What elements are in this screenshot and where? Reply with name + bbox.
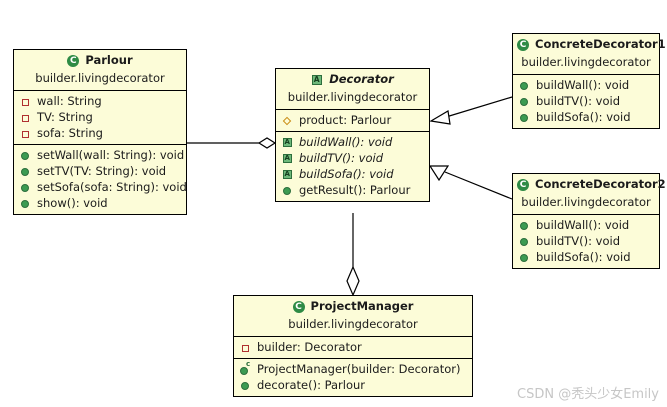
method-row: buildWall(): void (517, 217, 657, 233)
public-method-icon (518, 79, 531, 92)
abstract-method-icon (281, 136, 294, 149)
divider (513, 214, 659, 215)
method-row: setSofa(sofa: String): void (18, 179, 187, 195)
method-row: buildSofa(): void (280, 166, 427, 182)
field-row: builder: Decorator (238, 339, 470, 355)
private-field-icon (19, 95, 32, 108)
private-field-icon (19, 111, 32, 124)
class-title-concretedecorator2: ConcreteDecorator2 (513, 174, 666, 194)
method-row: buildSofa(): void (517, 109, 657, 125)
class-box-decorator[interactable]: Decorator builder.livingdecorator produc… (275, 68, 430, 202)
method-row: buildWall(): void (280, 134, 427, 150)
abstract-class-icon (311, 73, 325, 87)
method-row: buildTV(): void (280, 150, 427, 166)
public-method-icon (19, 197, 32, 210)
relation-concretedecorator1-decorator (429, 96, 513, 125)
method-row: decorate(): Parlour (238, 377, 470, 393)
public-method-icon (518, 111, 531, 124)
divider (513, 74, 659, 75)
method-row: buildTV(): void (517, 233, 657, 249)
constructor-row: ProjectManager(builder: Decorator) (238, 360, 470, 377)
class-box-parlour[interactable]: Parlour builder.livingdecorator wall: St… (13, 49, 187, 215)
public-method-icon (518, 219, 531, 232)
relation-decorator-projectmanager (346, 213, 360, 297)
divider (276, 131, 429, 132)
public-method-icon (518, 251, 531, 264)
methods-section-concretedecorator2: buildWall(): void buildTV(): void buildS… (513, 215, 659, 268)
class-box-concretedecorator2[interactable]: ConcreteDecorator2 builder.livingdecorat… (512, 173, 666, 269)
private-field-icon (239, 341, 252, 354)
class-icon (517, 178, 531, 192)
class-icon (517, 38, 531, 52)
field-row: wall: String (18, 93, 184, 109)
method-row: setWall(wall: String): void (18, 147, 184, 163)
methods-section-parlour: setWall(wall: String): void setTV(TV: St… (14, 145, 187, 214)
divider (234, 336, 472, 337)
divider (14, 90, 186, 91)
field-row: TV: String (18, 109, 184, 125)
divider (234, 358, 472, 359)
divider (14, 144, 186, 145)
class-icon (67, 54, 81, 68)
class-title-decorator: Decorator (276, 69, 429, 89)
field-row: sofa: String (18, 125, 184, 141)
class-title-parlour: Parlour (14, 50, 186, 70)
watermark-text: CSDN @秃头少女Emily (517, 387, 659, 402)
fields-section-parlour: wall: String TV: String sofa: String (14, 91, 186, 144)
method-row: buildTV(): void (517, 93, 657, 109)
private-field-icon (19, 127, 32, 140)
method-row: buildWall(): void (517, 77, 657, 93)
field-row: product: Parlour (280, 112, 427, 128)
public-method-icon (19, 149, 32, 162)
public-method-icon (518, 235, 531, 248)
class-title-projectmanager: ProjectManager (234, 296, 472, 316)
public-method-icon (19, 165, 32, 178)
method-row: setTV(TV: String): void (18, 163, 184, 179)
class-title-concretedecorator1: ConcreteDecorator1 (513, 34, 666, 54)
public-method-icon (239, 379, 252, 392)
methods-section-decorator: buildWall(): void buildTV(): void buildS… (276, 132, 429, 201)
class-package-concretedecorator1: builder.livingdecorator (521, 55, 651, 69)
class-box-concretedecorator1[interactable]: ConcreteDecorator1 builder.livingdecorat… (512, 33, 666, 129)
methods-section-projectmanager: ProjectManager(builder: Decorator) decor… (234, 359, 472, 396)
divider (276, 109, 429, 110)
class-box-projectmanager[interactable]: ProjectManager builder.livingdecorator b… (233, 295, 473, 397)
class-package-decorator: builder.livingdecorator (287, 90, 418, 104)
methods-section-concretedecorator1: buildWall(): void buildTV(): void buildS… (513, 75, 659, 128)
class-package-parlour: builder.livingdecorator (35, 71, 165, 85)
class-icon (292, 300, 307, 314)
fields-section-projectmanager: builder: Decorator (234, 337, 472, 358)
public-method-icon (19, 181, 32, 194)
abstract-method-icon (281, 168, 294, 181)
protected-field-icon (281, 114, 294, 127)
abstract-method-icon (281, 152, 294, 165)
class-package-projectmanager: builder.livingdecorator (288, 317, 418, 331)
method-row: show(): void (18, 195, 184, 211)
relation-concretedecorator2-decorator (428, 165, 513, 200)
method-row: buildSofa(): void (517, 249, 657, 265)
fields-section-decorator: product: Parlour (276, 110, 429, 131)
constructor-icon (239, 360, 252, 376)
public-method-icon (281, 184, 294, 197)
public-method-icon (518, 95, 531, 108)
method-row: getResult(): Parlour (280, 182, 427, 198)
class-package-concretedecorator2: builder.livingdecorator (521, 195, 651, 209)
relation-parlour-decorator (187, 137, 277, 149)
